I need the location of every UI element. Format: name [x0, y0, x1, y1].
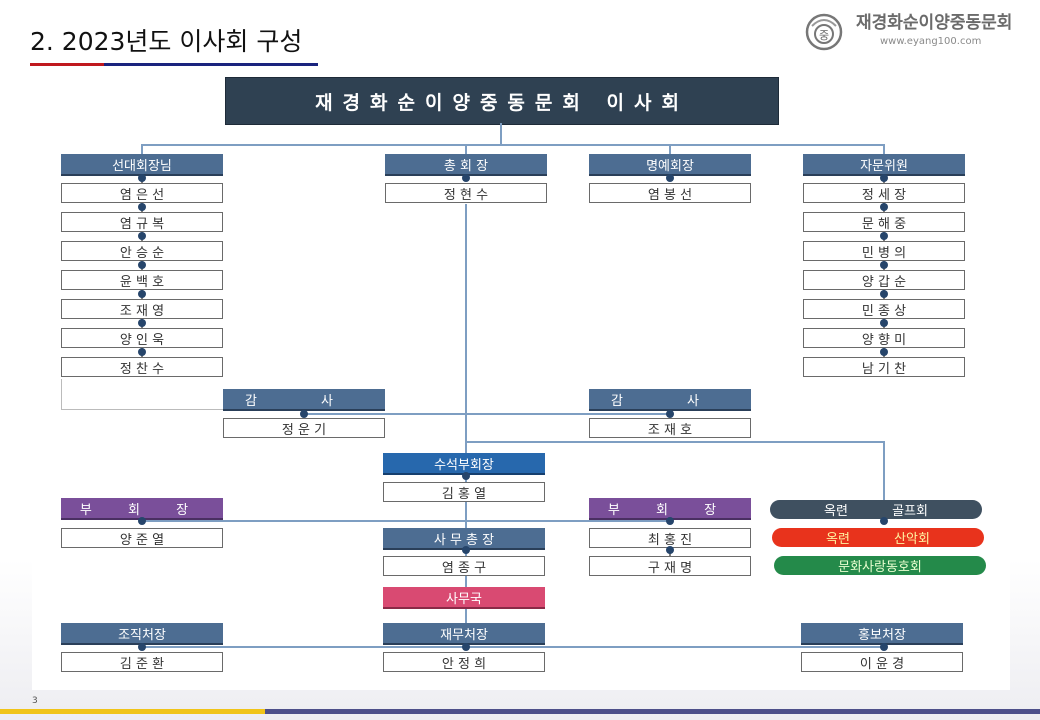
svg-text:중: 중: [819, 29, 829, 42]
connector-dot: [880, 174, 888, 182]
title-underline-red: [30, 63, 104, 66]
connector-dot: [138, 348, 146, 356]
advisor-name: 민 병 의: [803, 241, 965, 261]
past-chair-name: 염 은 선: [61, 183, 223, 203]
connector-drop-advisors: [883, 144, 885, 156]
connector-dot: [666, 546, 674, 554]
advisor-name: 양 향 미: [803, 328, 965, 348]
past-chair-name: 안 승 순: [61, 241, 223, 261]
connector-dot: [880, 290, 888, 298]
connector-main-trunk: [465, 204, 467, 646]
pr-chief-name: 이 윤 경: [801, 652, 963, 672]
connector-dot: [880, 203, 888, 211]
secretariat-header: 사무국: [383, 587, 545, 609]
secretary-general-name: 염 종 구: [383, 556, 545, 576]
board-banner: 재경화순이양중동문회 이사회: [225, 77, 779, 125]
connector-dot: [666, 410, 674, 418]
finance-chief-name: 안 정 희: [383, 652, 545, 672]
advisor-name: 양 갑 순: [803, 270, 965, 290]
auditor-left-header: 감 사: [223, 389, 385, 411]
club-culture: 문화사랑동호회: [774, 556, 986, 575]
connector-dot: [138, 174, 146, 182]
connector-past-chairs-bracket: [61, 379, 62, 409]
president-name: 정 현 수: [385, 183, 547, 203]
connector-dot: [138, 232, 146, 240]
connector-club-drop: [883, 441, 885, 501]
senior-vp-name: 김 홍 열: [383, 482, 545, 502]
connector-chiefs-bus: [141, 646, 883, 648]
connector-club-bus: [465, 441, 885, 443]
club-hiking: 옥련 산악회: [772, 528, 984, 547]
vp-left-name: 양 준 열: [61, 528, 223, 548]
footer-bar-yellow: [0, 709, 265, 714]
advisors-header: 자문위원: [803, 154, 965, 176]
auditor-left-name: 정 운 기: [223, 418, 385, 438]
advisor-name: 민 종 상: [803, 299, 965, 319]
connector-dot: [666, 174, 674, 182]
club-golf: 옥련 골프회: [770, 500, 982, 519]
past-chair-name: 염 규 복: [61, 212, 223, 232]
connector-dot: [138, 319, 146, 327]
connector-dot: [462, 546, 470, 554]
president-header: 총 회 장: [385, 154, 547, 176]
connector-dot: [462, 472, 470, 480]
connector-dot: [666, 517, 674, 525]
connector-dot: [300, 410, 308, 418]
connector-dot: [138, 290, 146, 298]
connector-dot: [462, 643, 470, 651]
logo-name: 재경화순이양중동문회: [856, 13, 1013, 33]
connector-dot: [880, 232, 888, 240]
footer-bar-navy: [265, 709, 1040, 714]
connector-dot: [138, 517, 146, 525]
past-chair-name: 조 재 영: [61, 299, 223, 319]
advisor-name: 문 해 중: [803, 212, 965, 232]
past-chair-name: 윤 백 호: [61, 270, 223, 290]
connector-dot: [462, 174, 470, 182]
finance-chief-header: 재무처장: [383, 623, 545, 645]
connector-top-bus: [141, 144, 885, 146]
connector-auditor-bus: [304, 413, 670, 415]
pr-chief-header: 홍보처장: [801, 623, 963, 645]
past-chairs-header: 선대회장님: [61, 154, 223, 176]
connector-drop-president: [465, 144, 467, 156]
past-chair-name: 정 찬 수: [61, 357, 223, 377]
org-chief-header: 조직처장: [61, 623, 223, 645]
connector-banner-stem: [500, 123, 502, 145]
connector-dot: [880, 319, 888, 327]
connector-drop-past-chairs: [141, 144, 143, 156]
auditor-right-header: 감 사: [589, 389, 751, 411]
connector-dot: [138, 643, 146, 651]
page-number: 3: [32, 696, 38, 706]
advisor-name: 정 세 장: [803, 183, 965, 203]
connector-past-chairs-bracket-base: [61, 409, 223, 410]
connector-dot: [880, 261, 888, 269]
honorary-chair-name: 염 봉 선: [589, 183, 751, 203]
connector-dot: [880, 348, 888, 356]
connector-dot: [138, 261, 146, 269]
advisor-name: 남 기 찬: [803, 357, 965, 377]
past-chair-name: 양 인 욱: [61, 328, 223, 348]
logo-url[interactable]: www.eyang100.com: [880, 36, 982, 47]
connector-vp-bus: [141, 520, 670, 522]
connector-dot: [138, 203, 146, 211]
auditor-right-name: 조 재 호: [589, 418, 751, 438]
vp-right-name: 최 홍 진: [589, 528, 751, 548]
alumni-logo-icon: 중: [805, 13, 843, 51]
org-chief-name: 김 준 환: [61, 652, 223, 672]
connector-dot: [880, 517, 888, 525]
title-underline-blue: [104, 63, 318, 66]
honorary-chair-header: 명예회장: [589, 154, 751, 176]
connector-drop-honorary: [669, 144, 671, 156]
slide-title: 2. 2023년도 이사회 구성: [30, 27, 303, 56]
vp-right-name: 구 재 명: [589, 556, 751, 576]
connector-dot: [880, 643, 888, 651]
